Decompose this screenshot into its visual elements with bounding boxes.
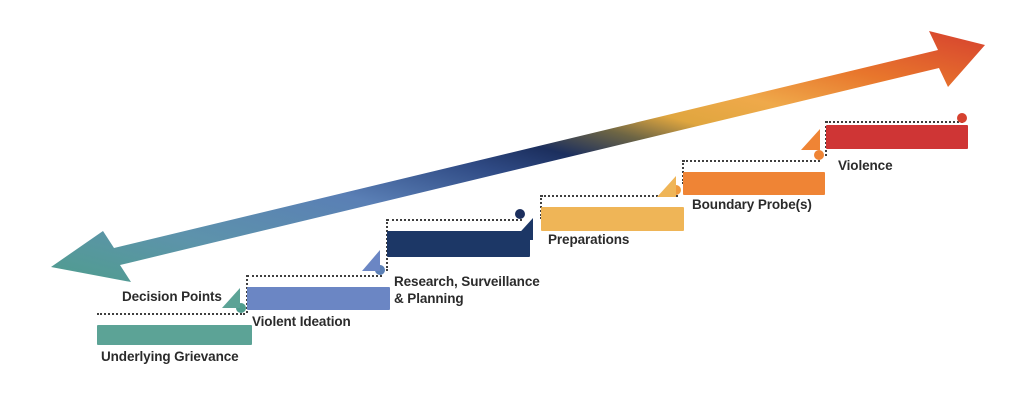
dotted-top-line: [541, 195, 678, 197]
stage-label: Preparations: [548, 232, 630, 247]
stage-label: Underlying Grievance: [101, 349, 239, 364]
stage-bar[interactable]: [826, 125, 968, 149]
decision-point-triangle-icon: [513, 218, 533, 240]
stage-bar[interactable]: [683, 172, 825, 195]
dotted-top-line: [826, 121, 963, 123]
dotted-top-line: [387, 219, 522, 221]
connector-dot: [515, 209, 525, 219]
stage-bar[interactable]: [541, 207, 684, 231]
dotted-top-line: [97, 313, 245, 315]
connector-dot: [957, 113, 967, 123]
decision-point-triangle-icon: [362, 250, 380, 271]
stage-label: Research, Surveillance & Planning: [394, 274, 540, 306]
connector-dot: [236, 303, 246, 313]
decision-point-triangle-icon: [801, 129, 820, 150]
dotted-top-line: [247, 275, 382, 277]
connector-dot: [671, 185, 681, 195]
stage-label: Violence: [838, 158, 893, 173]
arrow-body: [51, 31, 985, 282]
stage-bar[interactable]: [97, 325, 252, 345]
connector-dot: [814, 150, 824, 160]
stage-label: Violent Ideation: [252, 314, 351, 329]
stage-bar[interactable]: [387, 231, 530, 257]
decision-point-triangle-icon: [657, 176, 676, 197]
decision-point-triangle-icon: [222, 288, 240, 308]
dotted-top-line: [683, 160, 820, 162]
connector-dot: [375, 265, 385, 275]
stage-bar[interactable]: [247, 287, 390, 310]
decision-points-label: Decision Points: [122, 289, 222, 304]
stage-label: Boundary Probe(s): [692, 197, 812, 212]
